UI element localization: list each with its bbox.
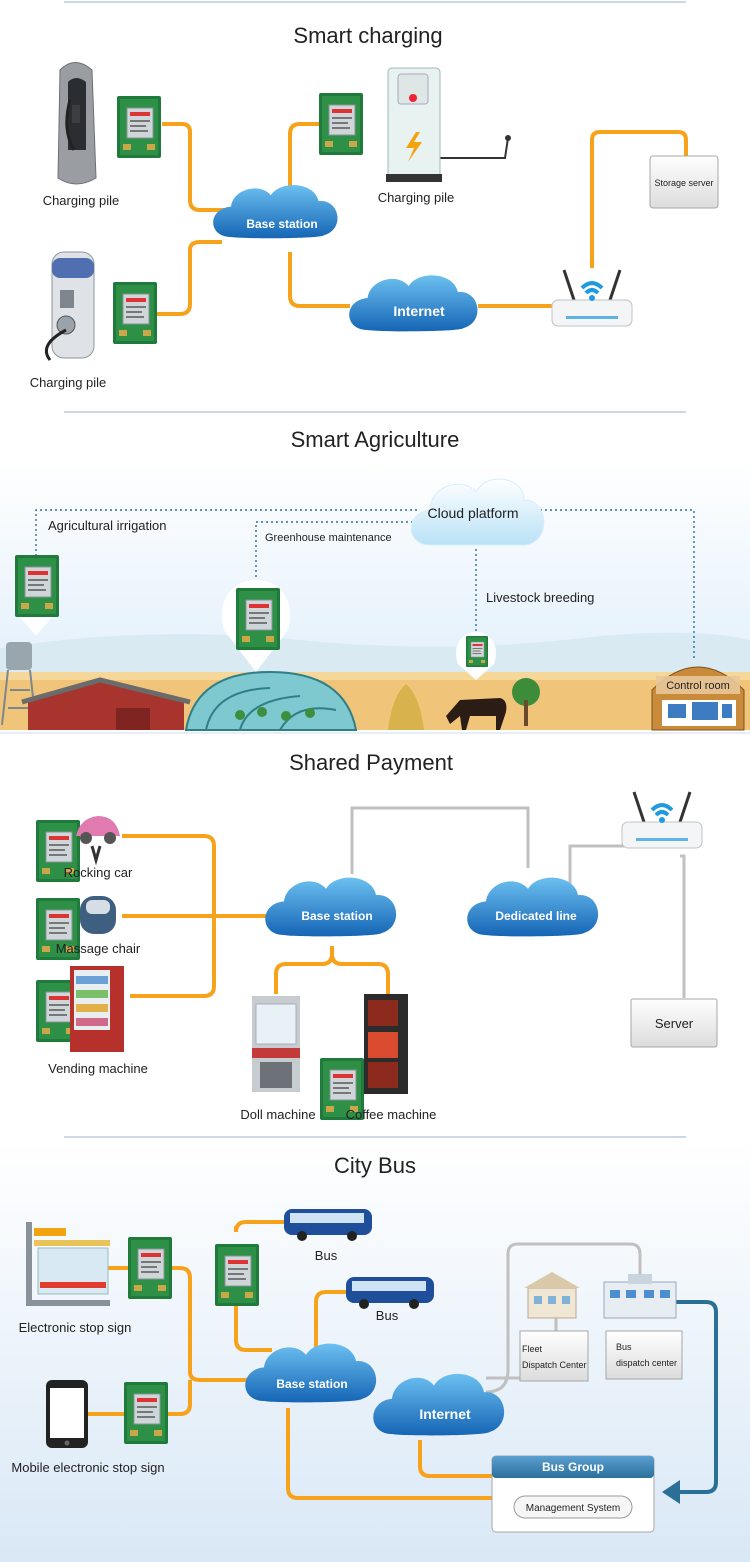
label-mobile-stop-sign: Mobile electronic stop sign <box>11 1460 164 1475</box>
tree-icon <box>512 678 540 726</box>
module-icon <box>214 1243 260 1307</box>
label-greenhouse: Greenhouse maintenance <box>265 532 392 544</box>
haystack-icon <box>388 684 424 730</box>
svg-text:Internet: Internet <box>419 1406 471 1422</box>
gray-links <box>350 806 686 998</box>
arrow-head <box>662 1480 680 1504</box>
orange-links <box>157 122 688 316</box>
section-title: Smart Agriculture <box>291 427 460 452</box>
svg-text:Base station: Base station <box>246 217 317 231</box>
charging-pile-icon <box>386 67 442 182</box>
internet-cloud: Internet <box>349 275 478 332</box>
svg-text:Base station: Base station <box>301 909 372 923</box>
vending-machine-icon <box>70 966 124 1052</box>
internet-cloud: Internet <box>373 1373 505 1436</box>
svg-text:Base station: Base station <box>276 1377 347 1391</box>
label-livestock: Livestock breeding <box>486 590 594 605</box>
svg-text:Fleet: Fleet <box>522 1344 543 1354</box>
building-icon <box>603 1274 677 1319</box>
base-station-cloud: Base station <box>265 877 397 937</box>
section-city-bus: City Bus Electronic stop <box>0 1136 750 1562</box>
massage-chair-icon <box>80 896 116 934</box>
bus-stop-icon <box>26 1222 110 1306</box>
management-system-label: Management System <box>526 1503 621 1514</box>
module-icon <box>123 1381 169 1445</box>
greenhouse-icon <box>184 670 358 731</box>
section-shared-payment: Shared Payment Rocking car Massage chair <box>0 732 750 1122</box>
bus-icon <box>284 1209 372 1241</box>
rocking-car-icon <box>76 816 120 866</box>
barn-icon <box>21 677 191 730</box>
svg-text:Server: Server <box>655 1016 694 1031</box>
section-smart-charging: Smart charging Charging pile <box>30 1 719 390</box>
bus-icon <box>346 1277 434 1309</box>
svg-text:Cloud platform: Cloud platform <box>427 505 518 521</box>
module-icon <box>127 1236 173 1300</box>
cable <box>438 137 509 159</box>
bus-dispatch-center-box: Bus dispatch center <box>605 1330 683 1380</box>
mobile-phone-icon <box>46 1380 88 1448</box>
section-title: Smart charging <box>293 23 442 48</box>
orange-links <box>122 834 390 998</box>
label-stop-sign: Electronic stop sign <box>19 1320 132 1335</box>
base-station-cloud: Base station <box>245 1343 377 1403</box>
building-icon <box>524 1272 580 1319</box>
bus-group-title: Bus Group <box>542 1460 604 1474</box>
server-box: Server <box>630 998 718 1048</box>
module-icon <box>112 281 158 345</box>
doll-machine-icon <box>252 996 300 1092</box>
charging-pile-icon <box>45 251 95 361</box>
section-smart-agriculture: Smart Agriculture Cloud platform Agricul… <box>0 411 750 731</box>
location-pin <box>14 554 60 636</box>
dedicated-line-cloud: Dedicated line <box>467 877 599 937</box>
storage-server-box: Storage server <box>649 155 719 209</box>
label-charging-pile-3: Charging pile <box>378 190 455 205</box>
bus-group-panel: Bus Group Management System <box>491 1455 655 1533</box>
label-bus-2: Bus <box>376 1308 399 1323</box>
module-icon <box>116 95 162 159</box>
module-icon <box>318 92 364 156</box>
location-pin <box>456 632 496 680</box>
svg-text:Control room: Control room <box>666 680 730 692</box>
cow-icon <box>446 698 507 730</box>
blue-link <box>676 1300 718 1494</box>
router-icon <box>620 790 704 850</box>
svg-text:Dispatch Center: Dispatch Center <box>522 1360 587 1370</box>
svg-text:Dedicated line: Dedicated line <box>495 909 577 923</box>
management-system-button[interactable] <box>513 1495 633 1519</box>
label-coffee-machine: Coffee machine <box>346 1107 437 1122</box>
label-doll-machine: Doll machine <box>240 1107 315 1122</box>
control-room: Control room <box>651 666 745 731</box>
label-charging-pile-1: Charging pile <box>43 193 120 208</box>
label-irrigation: Agricultural irrigation <box>48 518 167 533</box>
label-massage-chair: Massage chair <box>56 941 141 956</box>
location-pin <box>221 580 291 672</box>
label-rocking-car: Rocking car <box>64 865 133 880</box>
dotted-links <box>35 509 695 660</box>
cloud-platform: Cloud platform <box>410 478 545 546</box>
fleet-dispatch-center-box: Fleet Dispatch Center <box>519 1330 589 1382</box>
svg-text:Storage server: Storage server <box>654 178 713 188</box>
base-station-cloud: Base station <box>213 185 338 239</box>
router-icon <box>550 268 634 328</box>
svg-text:Bus: Bus <box>616 1342 632 1352</box>
label-charging-pile-2: Charging pile <box>30 375 107 390</box>
coffee-machine-icon <box>364 994 408 1094</box>
svg-text:dispatch center: dispatch center <box>616 1358 677 1368</box>
label-bus-1: Bus <box>315 1248 338 1263</box>
charging-pile-icon <box>57 62 97 185</box>
svg-text:Internet: Internet <box>393 303 445 319</box>
label-vending-machine: Vending machine <box>48 1061 148 1076</box>
section-title: Shared Payment <box>289 750 453 775</box>
section-title: City Bus <box>334 1153 416 1178</box>
